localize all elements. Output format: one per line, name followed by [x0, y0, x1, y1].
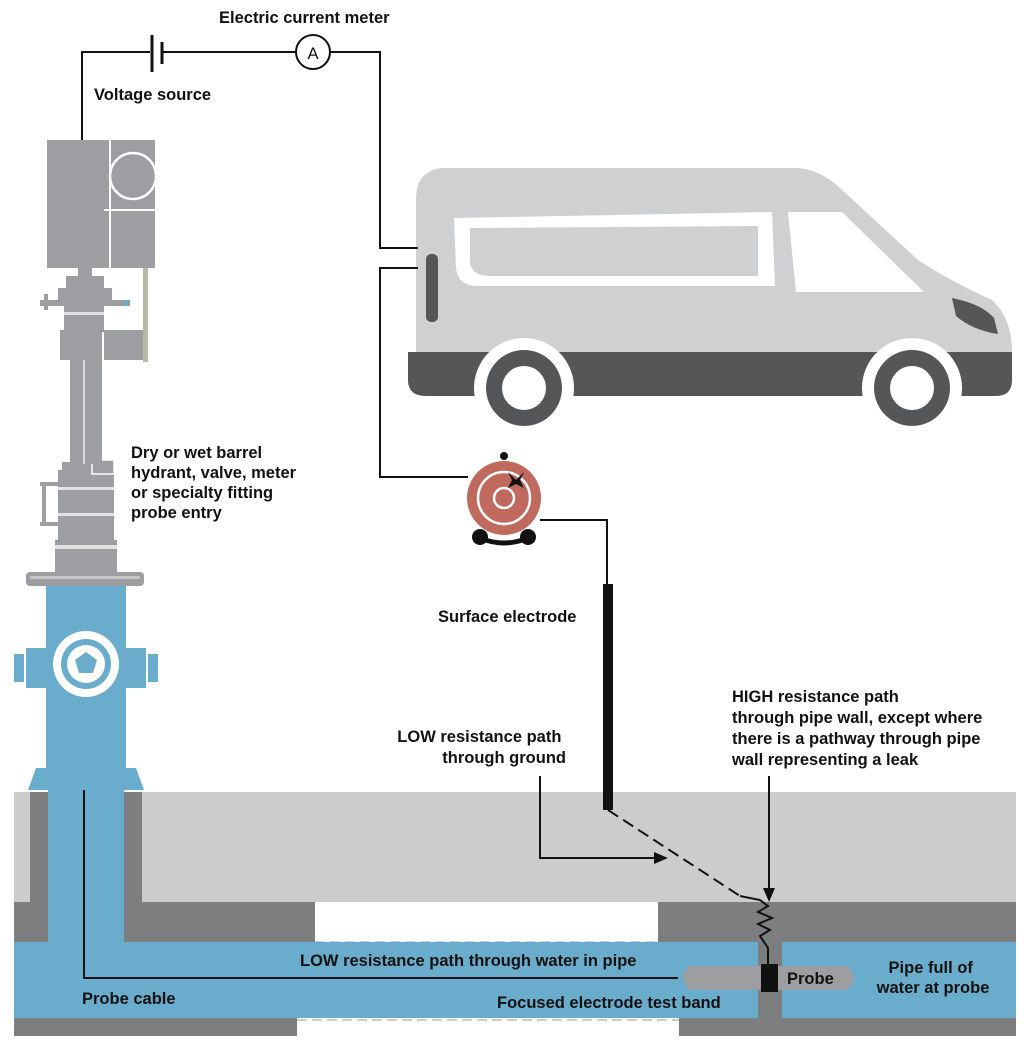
electrode-foot-left — [472, 529, 488, 545]
hydrant — [14, 585, 158, 790]
pipe-riser — [48, 788, 124, 948]
electrode-ring-outer — [476, 470, 532, 526]
electrode-foot-right — [520, 529, 536, 545]
probe-cable — [83, 790, 678, 979]
hydrant-side-nozzle-right — [124, 648, 146, 688]
ground — [14, 792, 1016, 1036]
label-probe-cable: Probe cable — [82, 990, 176, 1008]
label-electric-current-meter: Electric current meter — [219, 9, 390, 27]
tube-seam — [83, 358, 85, 464]
surface-electrode — [467, 452, 613, 810]
pentagon-nut-icon — [75, 652, 97, 673]
valve-handle-left — [44, 294, 48, 310]
label-probe: Probe — [787, 970, 834, 988]
hydrant-side-nozzle-left — [26, 648, 48, 688]
wire-electrode-to-stake — [540, 519, 608, 585]
clamp-top — [40, 482, 58, 486]
circuit-wiring — [81, 35, 775, 979]
service-van — [408, 168, 1012, 438]
hydrant-trench-right — [124, 792, 142, 942]
focused-electrode-band — [761, 964, 778, 992]
reel-wheel — [108, 151, 158, 201]
wire-meter-to-van — [330, 51, 418, 249]
labels: Electric current meter Voltage source Dr… — [82, 9, 989, 1012]
upper-valve — [64, 306, 104, 332]
hydrant-trench-left — [30, 792, 48, 942]
label-low-resistance-ground: LOW resistance path through ground — [397, 728, 566, 767]
electrode-ring-inner — [492, 486, 516, 510]
electric-current-meter: A — [295, 34, 331, 70]
leak-path-upper — [607, 809, 741, 897]
label-hydrant-entry: Dry or wet barrel hydrant, valve, meter … — [131, 444, 301, 522]
wire-van-to-electrode — [379, 267, 468, 478]
white-gap-upper — [315, 902, 658, 942]
probe — [683, 964, 854, 992]
lower-body-band — [55, 545, 117, 549]
flange-plate-highlight — [30, 576, 140, 579]
van-side-window — [470, 226, 758, 276]
label-voltage-source: Voltage source — [94, 86, 211, 104]
van-front-window — [788, 212, 924, 292]
gland-2 — [66, 276, 104, 288]
probe-entry-assembly — [26, 140, 158, 586]
gland-3 — [78, 267, 92, 277]
van-rear-light — [426, 254, 438, 322]
label-pipe-full: Pipe full of water at probe — [876, 959, 990, 997]
ammeter-circle — [295, 34, 331, 70]
white-gap-lower — [297, 1018, 679, 1036]
electrode-stake — [603, 584, 613, 810]
valve-band-2 — [58, 513, 114, 516]
hydrant-base-flange — [28, 768, 144, 790]
front-wheel-hub — [890, 366, 934, 410]
arrow-low-ground — [539, 776, 656, 859]
label-low-resistance-water: LOW resistance path through water in pip… — [300, 952, 636, 970]
annotation-arrows — [539, 776, 775, 902]
ground-surface-layer — [14, 792, 1016, 904]
valve-indicator — [123, 300, 129, 306]
wire-housing-to-battery — [81, 51, 150, 140]
clamp-bar — [42, 484, 46, 526]
ammeter-symbol: A — [307, 45, 318, 63]
valve-band-1 — [58, 487, 114, 490]
van-headlight — [952, 298, 998, 334]
insertion-tube — [70, 358, 102, 464]
label-high-resistance-wall: HIGH resistance path through pipe wall, … — [731, 688, 987, 769]
rear-wheel-hub — [502, 366, 546, 410]
hydrant-side-cap-left — [14, 654, 24, 682]
clamp-bottom — [40, 522, 58, 526]
label-focused-band: Focused electrode test band — [497, 994, 721, 1012]
electrode-connector-icon — [508, 472, 524, 488]
upper-collar-seam — [102, 330, 104, 360]
label-surface-electrode: Surface electrode — [438, 608, 576, 626]
valve-cap — [62, 462, 110, 472]
arrow-high-wall-head — [763, 888, 775, 902]
reel-support-bar — [143, 266, 148, 362]
valve-body — [58, 470, 114, 542]
arrow-low-ground-head — [654, 852, 668, 864]
upper-valve-band — [64, 312, 104, 315]
valve-stem — [40, 300, 130, 306]
electrode-top-dot — [500, 452, 508, 460]
leak-path-squiggle — [739, 895, 775, 966]
hydrant-side-cap-right — [148, 654, 158, 682]
gland-1 — [58, 288, 112, 302]
